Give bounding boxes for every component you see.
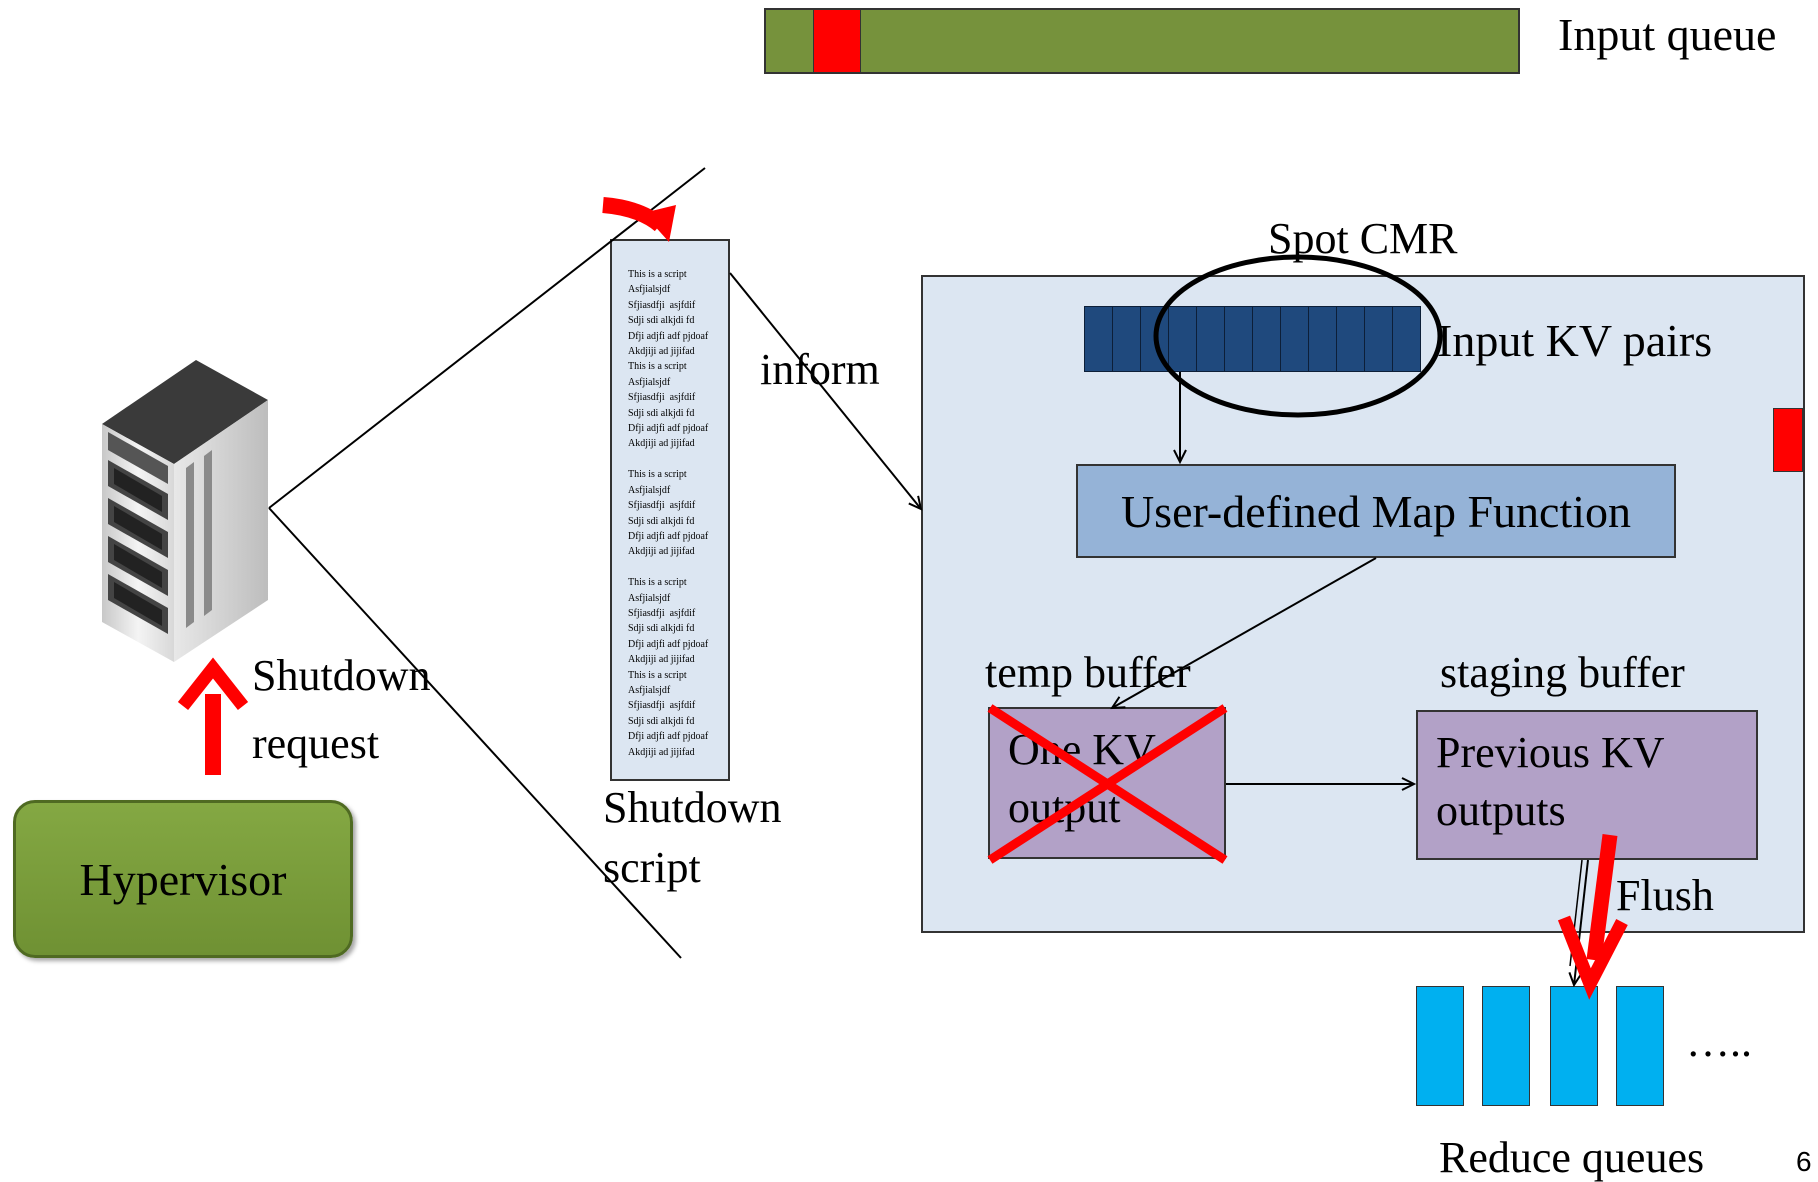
server-icon [102, 360, 268, 662]
shutdown-script-line: Akdjiji ad jijifad [628, 438, 695, 450]
shutdown-script-line: This is a script [628, 669, 687, 681]
staging-buffer-content-line1: Previous KV [1436, 728, 1665, 777]
red-cross-stroke-2 [987, 704, 1228, 864]
flush-label: Flush [1616, 871, 1714, 920]
reduce-queues-label: Reduce queues [1439, 1133, 1705, 1182]
shutdown-script-line: Sdji sdi alkjdi fd [628, 315, 695, 327]
spot-cmr-highlight-ellipse [1153, 254, 1443, 418]
input-kv-pair [1196, 306, 1225, 372]
shutdown-script-line: Sfjiasdfji asjfdif [628, 700, 696, 712]
hypervisor-label: Hypervisor [79, 853, 287, 905]
shutdown-script-line: Dfji adjfi adf pjdoaf [628, 731, 709, 743]
shutdown-script-line: Sdji sdi alkjdi fd [628, 515, 695, 527]
flush-red-arrow-head [1557, 915, 1628, 1000]
shutdown-script-line: Sdji sdi alkjdi fd [628, 623, 695, 635]
map-function-label: User-defined Map Function [1120, 485, 1632, 537]
shutdown-script-line: Dfji adjfi adf pjdoaf [628, 638, 709, 650]
input-queue-bar [764, 8, 1520, 74]
shutdown-script-line: Akdjiji ad jijifad [628, 746, 695, 758]
shutdown-script-line: Asfjialsjdf [628, 684, 671, 696]
input-kv-pair [1224, 306, 1253, 372]
shutdown-script-line: Sfjiasdfji asjfdif [628, 500, 696, 512]
shutdown-script-line: Akdjiji ad jijifad [628, 546, 695, 558]
spot-cmr-title: Spot CMR [1268, 214, 1458, 263]
shutdown-script-line: Asfjialsjdf [628, 592, 671, 604]
input-kv-pair [1336, 306, 1365, 372]
map-function-box: User-defined Map Function [1076, 464, 1676, 558]
shutdown-script-line: Sfjiasdfji asjfdif [628, 299, 696, 311]
spot-cmr-red-marker [1773, 408, 1803, 472]
zoom-line-bottom [268, 507, 682, 959]
reduce-queue [1482, 986, 1530, 1106]
input-queue-current-marker [813, 9, 861, 73]
staging-buffer-content-line2: outputs [1436, 786, 1566, 835]
input-kv-pair [1168, 306, 1197, 372]
shutdown-script-line: This is a script [628, 361, 687, 373]
shutdown-script-line: Akdjiji ad jijifad [628, 346, 695, 358]
hypervisor-box: Hypervisor [13, 800, 353, 958]
inform-arrow [729, 272, 921, 509]
shutdown-script-line: This is a script [628, 577, 687, 589]
input-kv-pair [1308, 306, 1337, 372]
reduce-queue [1616, 986, 1664, 1106]
reduce-queue [1416, 986, 1464, 1106]
input-kv-pairs-label: Input KV pairs [1437, 315, 1713, 366]
shutdown-script-line: Sfjiasdfji asjfdif [628, 607, 696, 619]
shutdown-script-line: Asfjialsjdf [628, 484, 671, 496]
shutdown-script-line: Dfji adjfi adf pjdoaf [628, 423, 709, 435]
shutdown-script-line: Sdji sdi alkjdi fd [628, 407, 695, 419]
shutdown-script-line: Sfjiasdfji asjfdif [628, 392, 696, 404]
input-kv-pair [1252, 306, 1281, 372]
shutdown-script-line: Dfji adjfi adf pjdoaf [628, 530, 709, 542]
shutdown-script-line: Sdji sdi alkjdi fd [628, 715, 695, 727]
shutdown-script-line: Dfji adjfi adf pjdoaf [628, 330, 709, 342]
flush-red-arrow-shaft [1586, 834, 1618, 961]
shutdown-script-line: Asfjialsjdf [628, 284, 671, 296]
shutdown-request-label-line2: request [252, 719, 380, 768]
temp-buffer-label: temp buffer [985, 648, 1191, 697]
input-queue-label: Input queue [1558, 9, 1777, 60]
slide-number: 6 [1796, 1146, 1812, 1177]
shutdown-script-line: Asfjialsjdf [628, 376, 671, 388]
staging-buffer-label: staging buffer [1440, 648, 1685, 697]
map-to-temp-arrow [1112, 557, 1377, 708]
shutdown-script-line: This is a script [628, 269, 687, 280]
reduce-queues-ellipsis: ….. [1686, 1017, 1752, 1066]
shutdown-script-line: Akdjiji ad jijifad [628, 654, 695, 666]
input-kv-pair [1392, 306, 1421, 372]
shutdown-script-line: This is a script [628, 469, 687, 481]
reduce-queue [1550, 986, 1598, 1106]
zoom-line-top [268, 167, 706, 509]
staging-buffer-box: Previous KV outputs [1416, 710, 1758, 860]
shutdown-request-red-arrow-head [177, 657, 249, 711]
shutdown-request-label-line1: Shutdown [252, 651, 431, 700]
shutdown-script-label-line1: Shutdown [603, 783, 782, 832]
script-read-red-arrow-head [643, 205, 676, 242]
shutdown-script-label-line2: script [603, 843, 701, 892]
